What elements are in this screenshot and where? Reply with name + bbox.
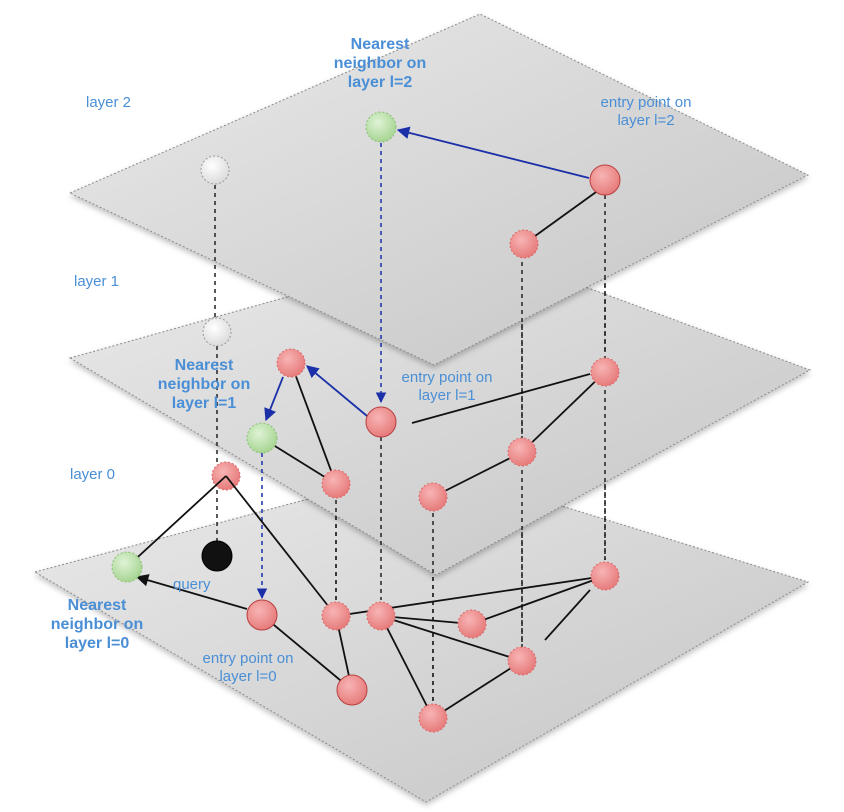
layer-2-plane xyxy=(68,13,810,366)
entry-point-l1-label: entry point on layer l=1 xyxy=(401,369,493,404)
nearest-neighbor-l0-label: Nearest neighbor on layer l=0 xyxy=(50,597,144,652)
node-l1-red-d xyxy=(507,437,537,467)
inter-layer-links-visible xyxy=(214,185,606,702)
node-l1-red-e xyxy=(418,482,448,512)
node-l1-red-b xyxy=(321,469,351,499)
query-label: query xyxy=(173,576,211,593)
node-l2-red xyxy=(509,229,539,259)
search-arrow-layer-1-b xyxy=(264,376,284,422)
layer-2-label: layer 2 xyxy=(86,94,132,111)
node-query xyxy=(201,540,233,572)
layer-1-plane xyxy=(68,244,812,576)
search-arrow-layer-1-a xyxy=(306,365,368,417)
layer-1-label: layer 1 xyxy=(74,273,120,290)
node-l2-entry-red xyxy=(589,164,621,196)
layer-2-nodes xyxy=(200,111,621,259)
nearest-neighbor-l2-label: Nearest neighbor on layer l=2 xyxy=(333,36,427,91)
node-l0-red-g xyxy=(336,674,368,706)
node-l0-nearest-green xyxy=(111,551,143,583)
node-l1-red-c xyxy=(590,357,620,387)
nearest-neighbor-l1-label: Nearest neighbor on layer l=1 xyxy=(157,357,251,412)
layer-2-edges xyxy=(523,186,604,245)
layer-1-edges xyxy=(261,362,606,498)
node-l0-red-d xyxy=(590,561,620,591)
layer-0-edges xyxy=(126,475,606,719)
node-l0-red-b xyxy=(366,601,396,631)
layer-0-label: layer 0 xyxy=(70,466,116,483)
node-l0-red-a xyxy=(321,601,351,631)
node-l0-entry-red xyxy=(246,599,278,631)
layer-0-nodes xyxy=(111,540,620,733)
node-l2-nearest-green xyxy=(365,111,397,143)
search-arrow-layer-2 xyxy=(396,126,590,179)
node-l1-entry-red xyxy=(365,406,397,438)
node-l1-red-a xyxy=(276,348,306,378)
entry-point-l2-label: entry point on layer l=2 xyxy=(600,94,692,129)
node-l1-nearest-green xyxy=(246,422,278,454)
entry-point-l0-label: entry point on layer l=0 xyxy=(202,650,294,685)
node-l0-red-c xyxy=(457,609,487,639)
node-l0-red-f xyxy=(418,703,448,733)
node-l2-grey xyxy=(200,155,230,185)
search-arrow-layer-0 xyxy=(135,574,248,610)
node-l1-grey xyxy=(202,317,232,347)
node-l0-red-e xyxy=(507,646,537,676)
